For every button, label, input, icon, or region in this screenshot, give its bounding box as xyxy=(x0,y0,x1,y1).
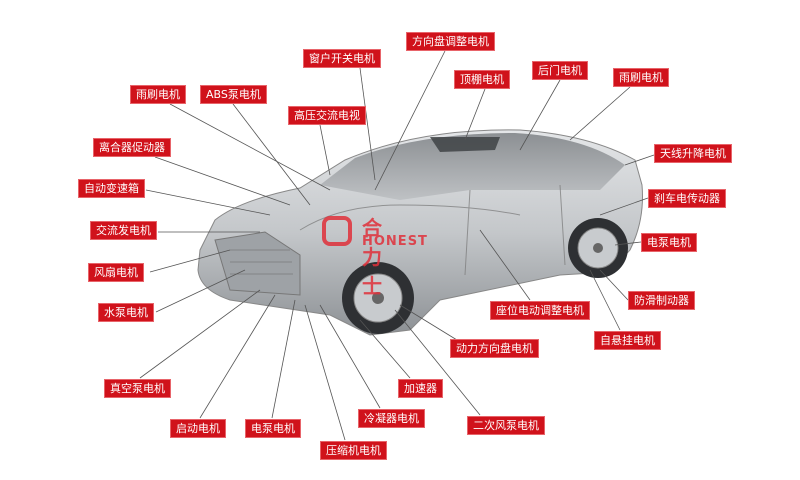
label-water-pump-motor: 水泵电机 xyxy=(98,303,154,322)
label-antenna-lift-motor: 天线升降电机 xyxy=(654,144,732,163)
logo-mark-icon xyxy=(322,216,352,246)
label-self-suspension-motor: 自悬挂电机 xyxy=(594,331,661,350)
label-steering-adjust-motor: 方向盘调整电机 xyxy=(406,32,495,51)
label-auto-transmission: 自动变速箱 xyxy=(78,179,145,198)
rear-wheel xyxy=(568,218,628,278)
label-hv-ac-tv: 高压交流电视 xyxy=(288,106,366,125)
label-abs-pump-motor: ABS泵电机 xyxy=(200,85,267,104)
label-compressor-motor: 压缩机电机 xyxy=(320,441,387,460)
label-fan-motor: 风扇电机 xyxy=(88,263,144,282)
label-anti-skid-brake: 防滑制动器 xyxy=(628,291,695,310)
label-vacuum-pump-motor: 真空泵电机 xyxy=(104,379,171,398)
label-wiper-motor-rear: 雨刷电机 xyxy=(613,68,669,87)
label-clutch-actuator: 离合器促动器 xyxy=(93,138,171,157)
car-body xyxy=(197,129,643,336)
label-secondary-air-pump-motor: 二次风泵电机 xyxy=(467,416,545,435)
label-rear-door-motor: 后门电机 xyxy=(532,61,588,80)
leader-lines xyxy=(139,50,655,441)
label-alternator: 交流发电机 xyxy=(90,221,157,240)
label-accelerator: 加速器 xyxy=(398,379,443,398)
label-electric-pump-motor-bottom: 电泵电机 xyxy=(245,419,301,438)
label-brake-actuator: 刹车电传动器 xyxy=(648,189,726,208)
label-window-switch-motor: 窗户开关电机 xyxy=(303,49,381,68)
label-seat-adjust-motor: 座位电动调整电机 xyxy=(490,301,590,320)
label-condenser-motor: 冷凝器电机 xyxy=(358,409,425,428)
label-electric-pump-motor-right: 电泵电机 xyxy=(641,233,697,252)
label-sunroof-motor: 顶棚电机 xyxy=(454,70,510,89)
label-wiper-motor-front: 雨刷电机 xyxy=(130,85,186,104)
label-starter-motor: 启动电机 xyxy=(170,419,226,438)
front-wheel xyxy=(342,262,414,334)
logo-en: HONEST xyxy=(362,234,428,249)
label-power-steering-motor: 动力方向盘电机 xyxy=(450,339,539,358)
logo-cn: 合力士 xyxy=(362,216,384,298)
